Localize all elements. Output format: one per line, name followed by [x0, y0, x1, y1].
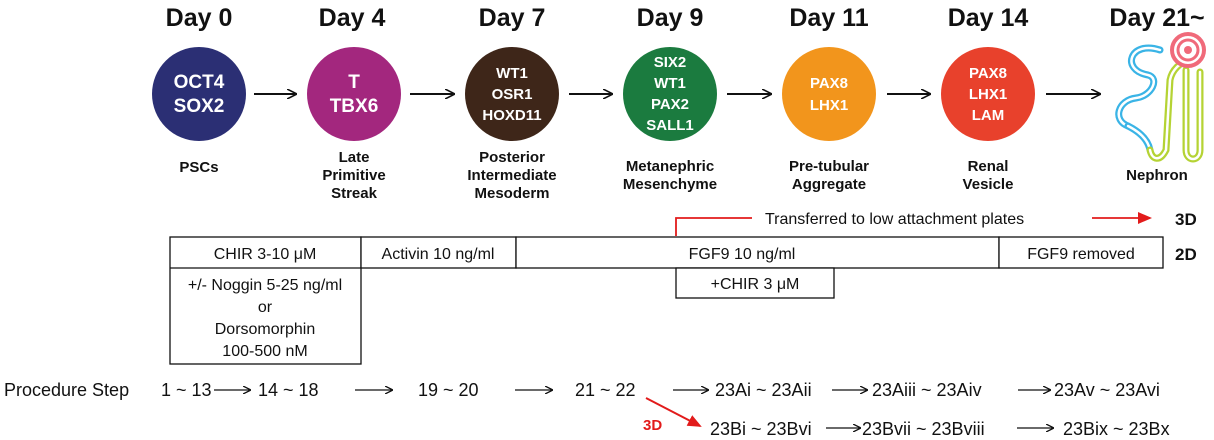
stage-label-mesoderm: Mesoderm — [474, 185, 549, 202]
chir-box — [169, 236, 362, 365]
label-2d: 2D — [1175, 245, 1197, 264]
marker-pax8-day14: PAX8 — [969, 65, 1007, 82]
stage-label-pretubular: Pre-tubular — [789, 158, 869, 175]
activin-box — [360, 236, 517, 269]
fgf9-removed-box — [998, 236, 1164, 269]
stage-label-posterior: Posterior — [479, 149, 545, 166]
day-9-circle — [623, 47, 717, 141]
marker-labels: OCT4 SOX2 T TBX6 WT1 OSR1 HOXD11 SIX2 WT… — [174, 54, 1008, 134]
stage-label-mesenchyme: Mesenchyme — [623, 176, 717, 193]
day-21-header: Day 21~ — [1109, 4, 1204, 32]
activin-label: Activin 10 ng/ml — [382, 246, 495, 263]
noggin-label: +/- Noggin 5-25 ng/ml — [188, 277, 342, 294]
nephron-icon — [1115, 32, 1206, 163]
stage-label-streak: Streak — [331, 185, 378, 202]
fgf9-box — [515, 236, 1000, 269]
step-23bix-23bx: 23Bix ~ 23Bx — [1063, 419, 1170, 439]
chir-label: CHIR 3-10 μM — [214, 246, 317, 263]
fgf9-label: FGF9 10 ng/ml — [689, 246, 796, 263]
or-label: or — [258, 299, 273, 316]
stage-label-pscs: PSCs — [179, 159, 218, 176]
day-14-header: Day 14 — [948, 4, 1029, 32]
red-arrow-icon — [645, 397, 702, 427]
step-23ai-23aii: 23Ai ~ 23Aii — [715, 380, 812, 400]
step-14-18: 14 ~ 18 — [258, 380, 319, 400]
day-7-circle — [465, 47, 559, 141]
marker-sox2: SOX2 — [174, 96, 225, 117]
fgf9-removed-label: FGF9 removed — [1027, 246, 1135, 263]
stage-label-nephron: Nephron — [1126, 167, 1188, 184]
stage-label-renal: Renal — [968, 158, 1009, 175]
marker-oct4: OCT4 — [174, 72, 225, 93]
day-0-circle — [152, 47, 246, 141]
marker-osr1: OSR1 — [492, 86, 533, 103]
day-headers: Day 0 Day 4 Day 7 Day 9 Day 11 Day 14 Da… — [166, 4, 1205, 32]
transfer-label: Transferred to low attachment plates — [765, 211, 1024, 228]
marker-pax8: PAX8 — [810, 75, 848, 92]
dorsomorphin-label: Dorsomorphin — [215, 321, 315, 338]
step-23bi-23bvi: 23Bi ~ 23Bvi — [710, 419, 812, 439]
step-1-13: 1 ~ 13 — [161, 380, 212, 400]
stage-label-primitive: Primitive — [322, 167, 385, 184]
marker-lhx1: LHX1 — [810, 97, 848, 114]
stage-label-aggregate: Aggregate — [792, 176, 866, 193]
day-4-circle — [307, 47, 401, 141]
transfer-line: Transferred to low attachment plates 3D — [675, 210, 1197, 236]
marker-six2: SIX2 — [654, 54, 687, 71]
marker-tbx6: TBX6 — [330, 96, 379, 117]
day-0-header: Day 0 — [166, 4, 233, 32]
step-23av-23avi: 23Av ~ 23Avi — [1054, 380, 1160, 400]
culture-conditions: CHIR 3-10 μM +/- Noggin 5-25 ng/ml or Do… — [169, 236, 1197, 365]
stage-label-metanephric: Metanephric — [626, 158, 714, 175]
marker-wt1: WT1 — [496, 65, 528, 82]
step-19-20: 19 ~ 20 — [418, 380, 479, 400]
procedure-prefix: Procedure Step — [4, 380, 129, 400]
procedure-3d-label: 3D — [643, 417, 662, 434]
chir-plus-label: +CHIR 3 μM — [711, 276, 800, 293]
stage-labels: PSCs Late Primitive Streak Posterior Int… — [179, 149, 1187, 202]
stage-label-late: Late — [339, 149, 370, 166]
stage-label-intermediate: Intermediate — [467, 167, 556, 184]
marker-lam: LAM — [972, 107, 1005, 124]
stage-label-vesicle: Vesicle — [963, 176, 1014, 193]
day-11-circle — [782, 47, 876, 141]
dorsomorphin-dose-label: 100-500 nM — [222, 343, 307, 360]
step-23bvii-23bviii: 23Bvii ~ 23Bviii — [862, 419, 985, 439]
marker-pax2: PAX2 — [651, 96, 689, 113]
label-3d: 3D — [1175, 210, 1197, 229]
day-7-header: Day 7 — [479, 4, 546, 32]
marker-wt1-day9: WT1 — [654, 75, 686, 92]
day-11-header: Day 11 — [789, 4, 868, 32]
stage-circles — [152, 47, 1035, 141]
chir-plus-box — [675, 267, 835, 299]
marker-sall1: SALL1 — [646, 117, 694, 134]
day-4-header: Day 4 — [319, 4, 386, 32]
step-23aiii-23aiv: 23Aiii ~ 23Aiv — [872, 380, 982, 400]
day-14-circle — [941, 47, 1035, 141]
procedure-steps: Procedure Step 1 ~ 13 14 ~ 18 19 ~ 20 21… — [4, 380, 1170, 439]
step-21-22: 21 ~ 22 — [575, 380, 636, 400]
day-9-header: Day 9 — [637, 4, 704, 32]
marker-hoxd11: HOXD11 — [482, 107, 541, 124]
marker-lhx1-day14: LHX1 — [969, 86, 1007, 103]
marker-t: T — [348, 72, 360, 93]
